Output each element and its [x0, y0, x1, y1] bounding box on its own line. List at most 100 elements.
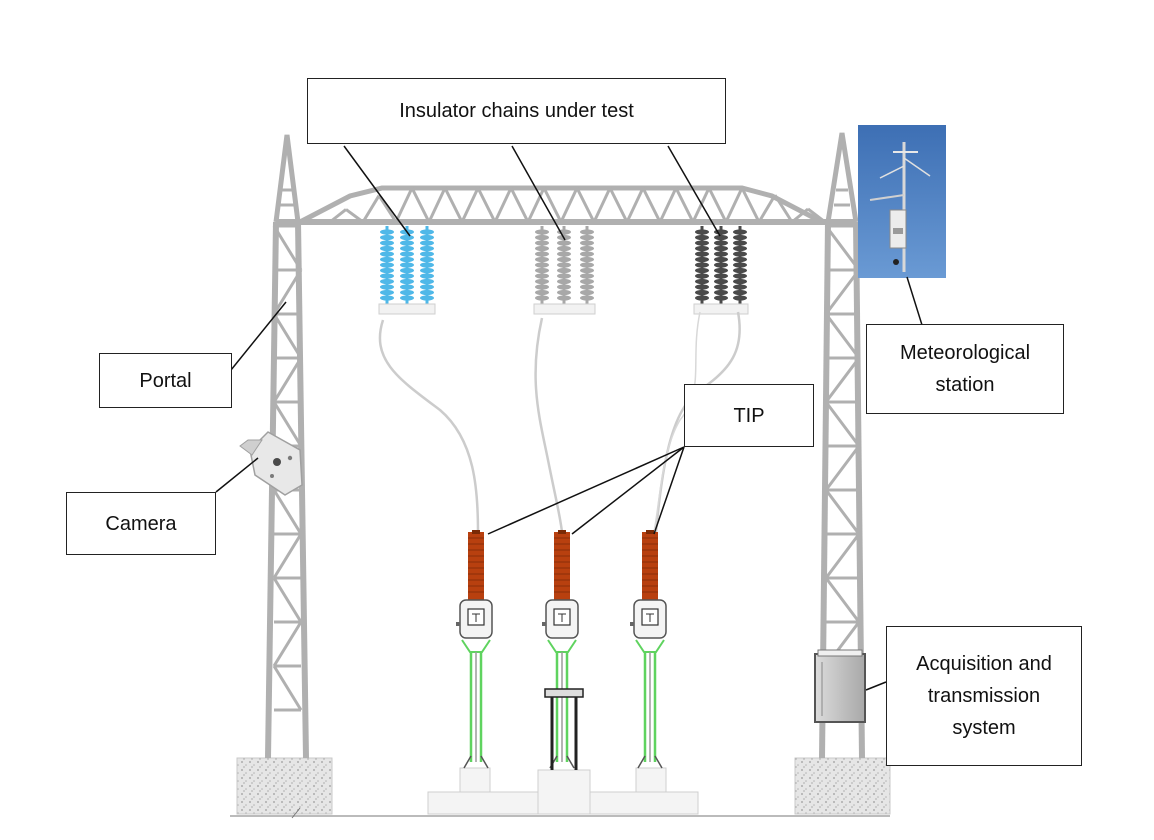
insulator-shed — [535, 273, 549, 279]
beam-brace — [791, 207, 809, 224]
insulator-shed — [380, 278, 394, 285]
insulator-shed — [400, 251, 414, 257]
beam-brace — [329, 208, 347, 224]
tip-base-2 — [537, 769, 591, 815]
insulator-shed — [535, 262, 549, 268]
insulator-shed — [557, 267, 571, 274]
tower-brace — [824, 357, 861, 403]
tip-base-3 — [635, 767, 667, 793]
insulator-shed — [400, 273, 414, 279]
insulator-shed — [580, 245, 594, 252]
insulator-shed — [695, 229, 709, 235]
tower-brace — [272, 313, 303, 359]
tower-brace — [824, 401, 861, 447]
insulator-shed — [695, 251, 709, 257]
insulator-shed — [714, 273, 728, 279]
insulator-shed — [557, 256, 571, 263]
camera-icon — [239, 431, 303, 496]
insulator-shed — [535, 234, 549, 241]
beam-brace — [377, 194, 398, 223]
insulator-shed — [535, 240, 549, 246]
insulator-shed — [380, 295, 394, 301]
leader-lines — [215, 145, 923, 691]
beam-brace — [658, 187, 678, 223]
right-foundation — [794, 757, 891, 815]
insulator-shed — [733, 284, 747, 290]
insulator-shed — [557, 295, 571, 301]
beam-brace — [427, 187, 447, 223]
tower-brace — [272, 621, 303, 667]
insulator-shed — [380, 256, 394, 263]
insulator-shed — [714, 289, 728, 296]
insulator-shed — [695, 245, 709, 252]
insulator-shed — [714, 234, 728, 241]
beam-brace — [361, 194, 381, 223]
insulator-shed — [580, 284, 594, 290]
insulator-yoke — [693, 303, 749, 315]
insulator-shed — [733, 278, 747, 285]
insulator-shed — [535, 289, 549, 296]
tip-equipment — [456, 530, 667, 769]
insulator-shed — [695, 278, 709, 285]
beam-brace — [443, 187, 464, 223]
insulator-shed — [400, 295, 414, 301]
tip-knob — [542, 622, 546, 626]
insulator-shed — [714, 251, 728, 257]
label-acq-line1: Acquisition and — [916, 653, 1052, 675]
insulator-shed — [380, 251, 394, 257]
insulator-yoke — [533, 303, 596, 315]
beam-brace — [526, 187, 546, 223]
tip-base-1 — [459, 767, 491, 793]
tip-support-foot — [463, 755, 489, 769]
label-meteo-line1: Meteorological — [899, 342, 1031, 364]
acquisition-cabinet — [814, 649, 866, 723]
beam-brace — [394, 187, 414, 223]
beam-brace — [608, 187, 629, 223]
insulator-shed — [380, 240, 394, 246]
insulator-chains — [378, 226, 749, 315]
insulator-shed — [580, 273, 594, 279]
insulator-shed — [420, 229, 434, 235]
insulator-shed — [557, 262, 571, 268]
label-acquisition-system: Acquisition and transmission system — [886, 626, 1082, 766]
beam-brace — [724, 187, 744, 223]
tower-brace — [824, 489, 861, 535]
tower-brace — [272, 225, 303, 271]
insulator-shed — [535, 295, 549, 301]
insulator-shed — [420, 289, 434, 296]
beam-brace — [592, 187, 612, 223]
insulator-shed — [380, 262, 394, 268]
label-acq-line2: transmission — [927, 685, 1041, 707]
tip-support-foot — [637, 755, 663, 769]
insulator-shed — [380, 273, 394, 279]
insulator-shed — [420, 251, 434, 257]
tip-cap — [472, 530, 480, 534]
tower-brace — [824, 533, 861, 579]
insulator-shed — [695, 234, 709, 241]
tower-brace — [272, 577, 303, 623]
insulator-shed — [420, 234, 434, 241]
tip-device — [630, 530, 667, 769]
label-tip-text: TIP — [733, 404, 765, 427]
beam-brace — [559, 187, 579, 223]
left-foundation — [236, 757, 333, 815]
label-camera: Camera — [66, 492, 216, 555]
insulator-shed — [714, 295, 728, 301]
insulator-shed — [580, 229, 594, 235]
insulator-shed — [557, 240, 571, 246]
tip-bushing — [554, 532, 570, 600]
insulator-shed — [580, 240, 594, 246]
insulator-shed — [400, 262, 414, 268]
insulator-shed — [380, 284, 394, 290]
insulator-shed — [557, 251, 571, 257]
label-portal-text: Portal — [139, 369, 192, 392]
beam-brace — [641, 187, 662, 223]
insulator-shed — [420, 262, 434, 268]
beam-brace — [674, 187, 695, 223]
insulator-shed — [714, 240, 728, 246]
insulator-shed — [420, 267, 434, 274]
insulator-shed — [580, 251, 594, 257]
tip-cap — [558, 530, 566, 534]
beam-brace — [757, 194, 777, 223]
